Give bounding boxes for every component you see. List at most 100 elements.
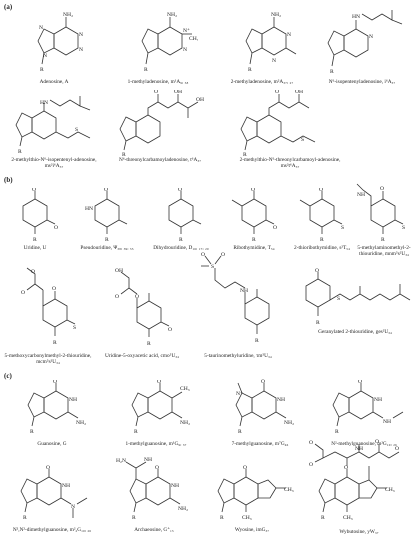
- atom-o: O: [178, 188, 182, 193]
- atom-r: R: [321, 515, 325, 521]
- mcm5s2u-caption: 5-methoxycarbonylmethyl-2-thiouridine, m…: [4, 353, 92, 366]
- atom-r: R: [40, 67, 44, 73]
- atom-r: R: [144, 67, 148, 73]
- atom-nplus: N⁺: [183, 27, 190, 34]
- atom-o: O: [358, 380, 362, 385]
- atom-r: R: [122, 152, 126, 156]
- atom-s: S: [75, 127, 78, 133]
- atom-s: S: [73, 325, 76, 331]
- atom-r: R: [243, 152, 247, 156]
- structure-ms2t6a: O OH S R 2-methylthio-N⁶-threonylcarbamo…: [230, 90, 350, 170]
- pseudouridine-structure-drawing: O HN R: [85, 188, 128, 243]
- uridine-structure-drawing: O O R: [22, 188, 58, 243]
- atom-s: S: [341, 225, 344, 231]
- m22g-caption: N²,N²-dimethylguanosine, m²₂G₁₀, ₂₆: [12, 527, 92, 533]
- dihydrouridine-caption: Dihydrouridine, D₁₆, ₁₇, ₂₀: [153, 245, 209, 251]
- atom-o: O: [319, 188, 323, 193]
- atom-n: N: [79, 47, 83, 53]
- wyosine-structure-drawing: O CH₃ CH₃ R: [217, 465, 294, 521]
- structure-2-methyladenosine: NH₂ R N N 2-methyladenosine, m²A₃₇, ₂₇: [210, 12, 314, 85]
- structure-m22g: O NH N R N²,N²-dimethylguanosine, m²₂G₁₀…: [0, 462, 104, 533]
- m2g-structure-drawing: O NH NH R: [332, 380, 404, 435]
- atom-r: R: [18, 149, 22, 155]
- atom-o: O: [53, 380, 57, 385]
- structure-mcm5s2u: O O O S R 5-methoxycarbonylmethyl-2-thio…: [2, 262, 94, 366]
- ribothymidine-caption: Ribothymidine, T₅₄: [233, 245, 275, 251]
- structure-ribothymidine: O O R Ribothymidine, T₅₄: [218, 188, 290, 251]
- atom-nh2: NH₂: [271, 12, 281, 18]
- atom-r: R: [132, 515, 136, 521]
- atom-r: R: [335, 429, 339, 435]
- atom-ch3: CH₃: [189, 36, 198, 42]
- structure-t6a: O OH OH R N⁶-threonylcarbamoyladenosine,…: [108, 90, 212, 163]
- ges2u-structure-drawing: O S R: [305, 268, 411, 326]
- atom-o: O: [251, 188, 255, 193]
- structure-uridine: O O R Uridine, U: [0, 188, 70, 251]
- atom-nh2: NH₂: [167, 12, 177, 18]
- t6a-structure-drawing: O OH OH R: [119, 90, 204, 156]
- atom-r: R: [179, 237, 183, 243]
- atom-r: R: [220, 515, 224, 521]
- structure-guanosine: O NH NH₂ R Guanosine, G: [0, 380, 104, 447]
- atom-h2n: H₂N: [116, 458, 126, 464]
- ms2i6a-structure-drawing: HN R S: [15, 96, 91, 155]
- atom-o: O: [135, 294, 139, 300]
- dihydrouridine-structure-drawing: O R: [168, 188, 202, 243]
- atom-r: R: [255, 338, 259, 344]
- atom-nh: NH: [62, 483, 70, 489]
- atom-oh: OH: [174, 90, 182, 95]
- m22g-structure-drawing: O NH N R: [20, 465, 88, 521]
- atom-nh2: NH₂: [284, 420, 294, 426]
- atom-ch3: CH₃: [343, 515, 353, 521]
- m1a-structure-drawing: NH₂ R N⁺ N CH₃: [141, 12, 198, 73]
- atom-nplus: N⁺: [236, 390, 243, 397]
- structure-pseudouridine: O HN R Pseudouridine, Ψ₃₈, ₃₉, ₅₅: [70, 188, 144, 251]
- cmo5u-caption: Uridine-5-oxyacetic acid, cmo⁵U₃₄: [105, 353, 179, 359]
- pseudouridine-caption: Pseudouridine, Ψ₃₈, ₃₉, ₅₅: [80, 245, 134, 251]
- structure-adenosine: NH₂ R N N N N Adenosine, A: [2, 12, 106, 85]
- atom-nh: NH: [383, 419, 391, 425]
- atom-o: O: [315, 268, 319, 274]
- structure-i6a: HN R N N⁶-isopentenyladenosine, i⁶A₃₇: [310, 6, 414, 85]
- m2a-caption: 2-methyladenosine, m²A₃₇, ₂₇: [230, 79, 294, 85]
- atom-n: N: [369, 34, 373, 40]
- structure-wyosine: O CH₃ CH₃ R Wyosine, imG₃₇: [204, 462, 300, 533]
- wybutosine-structure-drawing: O O NH O O O CH₃ CH₃ R: [309, 439, 400, 521]
- atom-o: O: [221, 252, 225, 258]
- atom-nh2: NH₂: [63, 12, 73, 18]
- m1g-caption: 1-methylguanosine, m¹G₉, ₃₇: [125, 441, 187, 447]
- atom-nh2: NH₂: [178, 506, 188, 512]
- atom-nh: NH: [355, 446, 363, 452]
- m7g-structure-drawing: O N⁺ NH NH₂ R: [235, 379, 294, 435]
- adenosine-caption: Adenosine, A: [39, 79, 69, 85]
- atom-s: S: [337, 296, 340, 302]
- t6a-caption: N⁶-threonylcarbamoyladenosine, t⁶A₃₇: [118, 157, 202, 163]
- structure-ms2i6a: HN R S 2-methylthio-N⁶-isopentenyl-adeno…: [2, 96, 106, 170]
- wyosine-caption: Wyosine, imG₃₇: [234, 527, 270, 533]
- atom-r: R: [238, 429, 242, 435]
- s2t-caption: 2-thioribothymidine, s²T₅₄: [294, 245, 350, 251]
- structure-1-methyladenosine: NH₂ R N⁺ N CH₃ 1-methyladenosine, m¹A₉, …: [106, 12, 210, 85]
- atom-s: S: [211, 264, 214, 270]
- i6a-structure-drawing: HN R N: [327, 10, 403, 75]
- atom-n: N: [39, 25, 43, 31]
- structure-mnm5s2u: NH O S R 5-methylaminomethyl-2-thiouridi…: [352, 180, 416, 258]
- atom-hn: HN: [40, 100, 48, 106]
- atom-o: O: [201, 252, 205, 258]
- atom-o: O: [54, 225, 58, 231]
- adenosine-structure-drawing: NH₂ R N N N N: [37, 12, 83, 73]
- wybutosine-caption: Wybutosine, yW₃₇: [339, 529, 379, 535]
- m2g-caption: N²-methylguanosine, m²G₁₀, ₂₆: [331, 441, 397, 447]
- section-c-label: (c): [4, 372, 12, 380]
- atom-nh: NH: [144, 457, 152, 463]
- atom-o: O: [243, 465, 247, 471]
- atom-n: N: [79, 32, 83, 38]
- m7g-caption: 7-methylguanosine, m⁷G₄₆: [231, 441, 289, 447]
- m2a-structure-drawing: NH₂ R N N: [245, 12, 297, 73]
- atom-o: O: [375, 439, 379, 445]
- atom-s: S: [301, 137, 304, 143]
- atom-r: R: [330, 69, 334, 75]
- atom-o: O: [104, 188, 108, 193]
- atom-ch3: CH₃: [180, 386, 190, 392]
- atom-o: O: [309, 440, 313, 446]
